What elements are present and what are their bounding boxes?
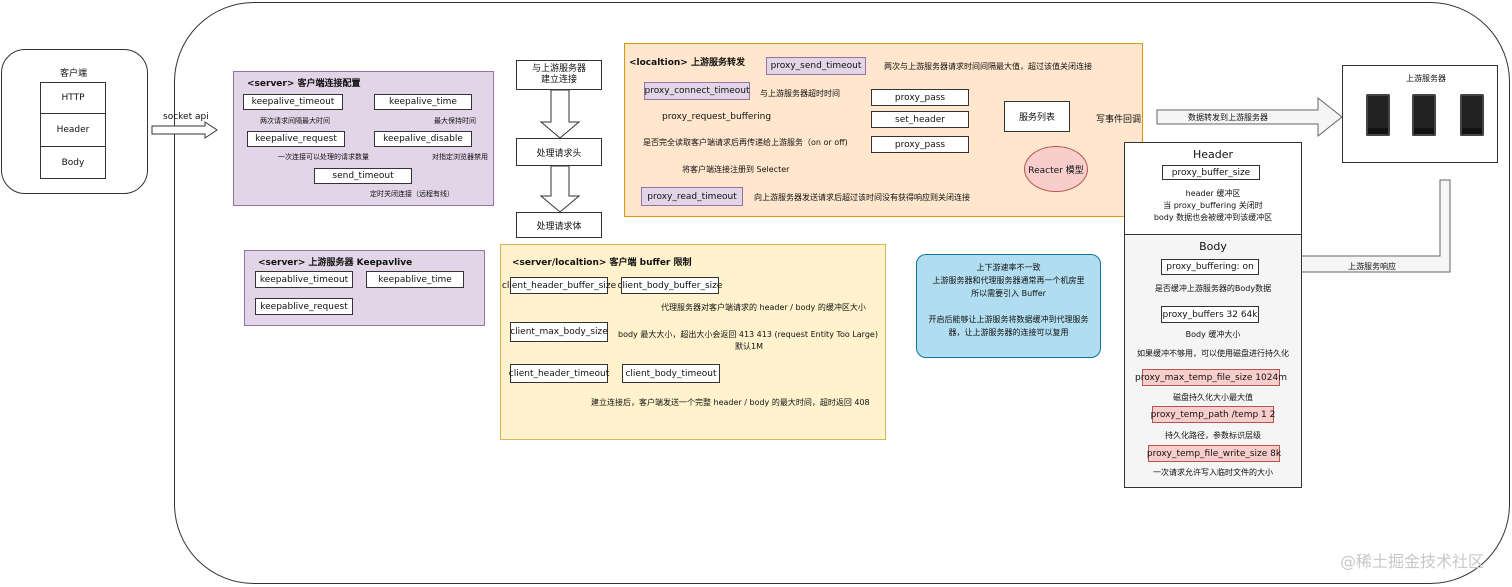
param-send-timeout: send_timeout (314, 168, 412, 184)
desc-proxy-buffers: Body 缓冲大小 (1185, 330, 1241, 339)
proxy-title: <localtion> 上游服务转发 (629, 58, 745, 68)
param-proxy-temp-write-size: proxy_temp_file_write_size 8k (1147, 445, 1281, 462)
desc-client-timeout: 建立连接后，客户端发送一个完整 header / body 的最大时间，超时返回… (591, 398, 870, 407)
write-event-label: 写事件回调 (1096, 115, 1142, 125)
note-line-6: 器，让上游服务器的连接可以复用 (948, 328, 1069, 337)
desc-proxy-connect-timeout: 与上游服务器超时时间 (760, 89, 840, 98)
desc-client-max-body: body 最大大小，超出大小会返回 413 413 (request Entit… (618, 330, 878, 339)
buffer-note-text: 上下游速率不一致 上游服务器和代理服务器通常再一个机房里 所以需要引入 Buff… (918, 261, 1099, 339)
param-client-body-buffer: client_body_buffer_size (618, 277, 722, 294)
server-icon-1 (1366, 94, 1390, 136)
param-keepalive-timeout: keepalive_timeout (243, 94, 343, 110)
send-arrow (1156, 96, 1343, 138)
param-keepablive-timeout: keepablive_timeout (255, 271, 353, 288)
desc-proxy-send-timeout: 两次与上游服务器请求时间间隔最大值，超过该值关闭连接 (884, 62, 1092, 71)
param-keepalive-disable: keepalive_disable (374, 131, 472, 147)
note-line-2: 上游服务器和代理服务器通常再一个机房里 (932, 276, 1085, 285)
body-panel-title: Body (1199, 240, 1227, 253)
desc-proxy-read-timeout: 向上游服务器发送请求后超过该时间没有获得响应则关闭连接 (754, 193, 970, 202)
param-proxy-request-buffering: proxy_request_buffering (662, 112, 772, 122)
header-panel-title: Header (1192, 148, 1234, 161)
param-keepablive-request: keepablive_request (255, 298, 353, 315)
service-list-box: 服务列表 (1004, 101, 1070, 132)
reactor-ellipse: Reacter 模型 (1024, 146, 1088, 192)
desc-proxy-buffering: 是否缓冲上游服务器的Body数据 (1154, 284, 1272, 293)
flow-step-header: 处理请求头 (516, 138, 602, 166)
param-client-max-body: client_max_body_size (510, 322, 608, 342)
param-proxy-buffer-size: proxy_buffer_size (1162, 165, 1260, 180)
reactor-label: Reacter 模型 (1028, 165, 1084, 176)
param-client-header-timeout: client_header_timeout (509, 364, 609, 383)
header-panel (1124, 142, 1302, 235)
param-keepalive-request: keepalive_request (247, 131, 345, 147)
desc-keepalive-request: 一次连接可以处理的请求数量 (278, 153, 369, 161)
server-icon-3 (1460, 94, 1484, 136)
watermark: @稀土掘金技术社区 (1340, 552, 1485, 571)
flow-step-connect: 与上游服务器 建立连接 (516, 60, 602, 90)
param-proxy-max-temp: proxy_max_temp_file_size 1024m (1135, 369, 1287, 386)
param-proxy-pass-2: proxy_pass (871, 136, 969, 153)
desc-proxy-request-buffering: 是否完全读取客户端请求后再传递给上游服务（on or off) (643, 138, 848, 147)
desc-client-buffer: 代理服务器对客户端请求的 header / body 的缓冲区大小 (661, 303, 866, 312)
param-client-header-buffer: client_header_buffer_size (502, 277, 616, 294)
desc-send-timeout: 定时关闭连接（远程有线） (370, 190, 454, 198)
server-conn-title: <server> 客户端连接配置 (247, 79, 361, 89)
desc-proxy-max-temp: 磁盘持久化大小最大值 (1173, 393, 1253, 402)
note-line-4 (918, 300, 1099, 313)
flow-arrow-1 (539, 89, 581, 139)
param-proxy-pass-1: proxy_pass (871, 89, 969, 106)
param-proxy-buffering: proxy_buffering: on (1161, 259, 1259, 275)
client-row-header: Header (40, 113, 106, 147)
header-desc-3: body 数据也会被缓冲到该缓冲区 (1153, 213, 1273, 222)
main-container (174, 2, 1510, 584)
param-keepalive-time: keepalive_time (374, 94, 472, 110)
desc-keepalive-timeout: 两次请求间隔最大时间 (260, 117, 330, 125)
desc-keepalive-time: 最大保持时间 (434, 117, 476, 125)
header-desc-2: 当 proxy_buffering 关闭时 (1163, 201, 1263, 210)
desc-client-max-body-default: 默认1M (735, 342, 763, 351)
upstream-keepalive-title: <server> 上游服务器 Keepavlive (258, 258, 413, 268)
note-line-3: 所以需要引入 Buffer (971, 289, 1046, 298)
param-proxy-read-timeout: proxy_read_timeout (641, 187, 743, 206)
client-buffer-title: <server/localtion> 客户端 buffer 限制 (512, 258, 692, 268)
desc-proxy-temp-path: 持久化路径，参数标识层级 (1165, 431, 1261, 440)
socket-arrow (151, 121, 218, 139)
header-desc-1: header 缓冲区 (1185, 189, 1241, 198)
desc-keepalive-disable: 对指定浏览器禁用 (432, 153, 488, 161)
param-client-body-timeout: client_body_timeout (622, 364, 720, 383)
send-label: 数据转发到上游服务器 (1188, 113, 1268, 122)
server-icon-2 (1412, 94, 1436, 136)
response-label: 上游服务响应 (1348, 262, 1396, 271)
desc-proxy-temp-write-size: 一次请求允许写入临时文件的大小 (1153, 468, 1273, 477)
param-proxy-buffers: proxy_buffers 32 64k (1161, 306, 1259, 323)
client-row-body: Body (40, 146, 106, 179)
param-proxy-send-timeout: proxy_send_timeout (766, 57, 866, 75)
param-proxy-temp-path: proxy_temp_path /temp 1 2 (1151, 406, 1275, 423)
flow-arrow-2 (539, 165, 581, 213)
header-panel-desc: header 缓冲区 当 proxy_buffering 关闭时 body 数据… (1124, 188, 1302, 224)
buffer-note (916, 254, 1101, 358)
client-buffer-panel (500, 244, 886, 440)
param-set-header: set_header (871, 111, 969, 128)
note-line-5: 开启后能够让上游服务将数据缓冲到代理服务 (928, 315, 1089, 324)
desc-disk: 如果缓冲不够用，可以使用磁盘进行持久化 (1137, 349, 1289, 358)
desc-selecter: 将客户端连接注册到 Selecter (682, 165, 790, 174)
param-keepablive-time: keepablive_time (366, 271, 464, 288)
param-proxy-connect-timeout: proxy_connect_timeout (644, 82, 750, 100)
socket-label: socket api (163, 112, 209, 122)
client-row-http: HTTP (40, 82, 106, 114)
flow-step-body: 处理请求体 (516, 212, 602, 238)
upstream-title: 上游服务器 (1406, 74, 1446, 83)
note-line-1: 上下游速率不一致 (976, 263, 1041, 272)
client-title: 客户端 (60, 69, 88, 79)
